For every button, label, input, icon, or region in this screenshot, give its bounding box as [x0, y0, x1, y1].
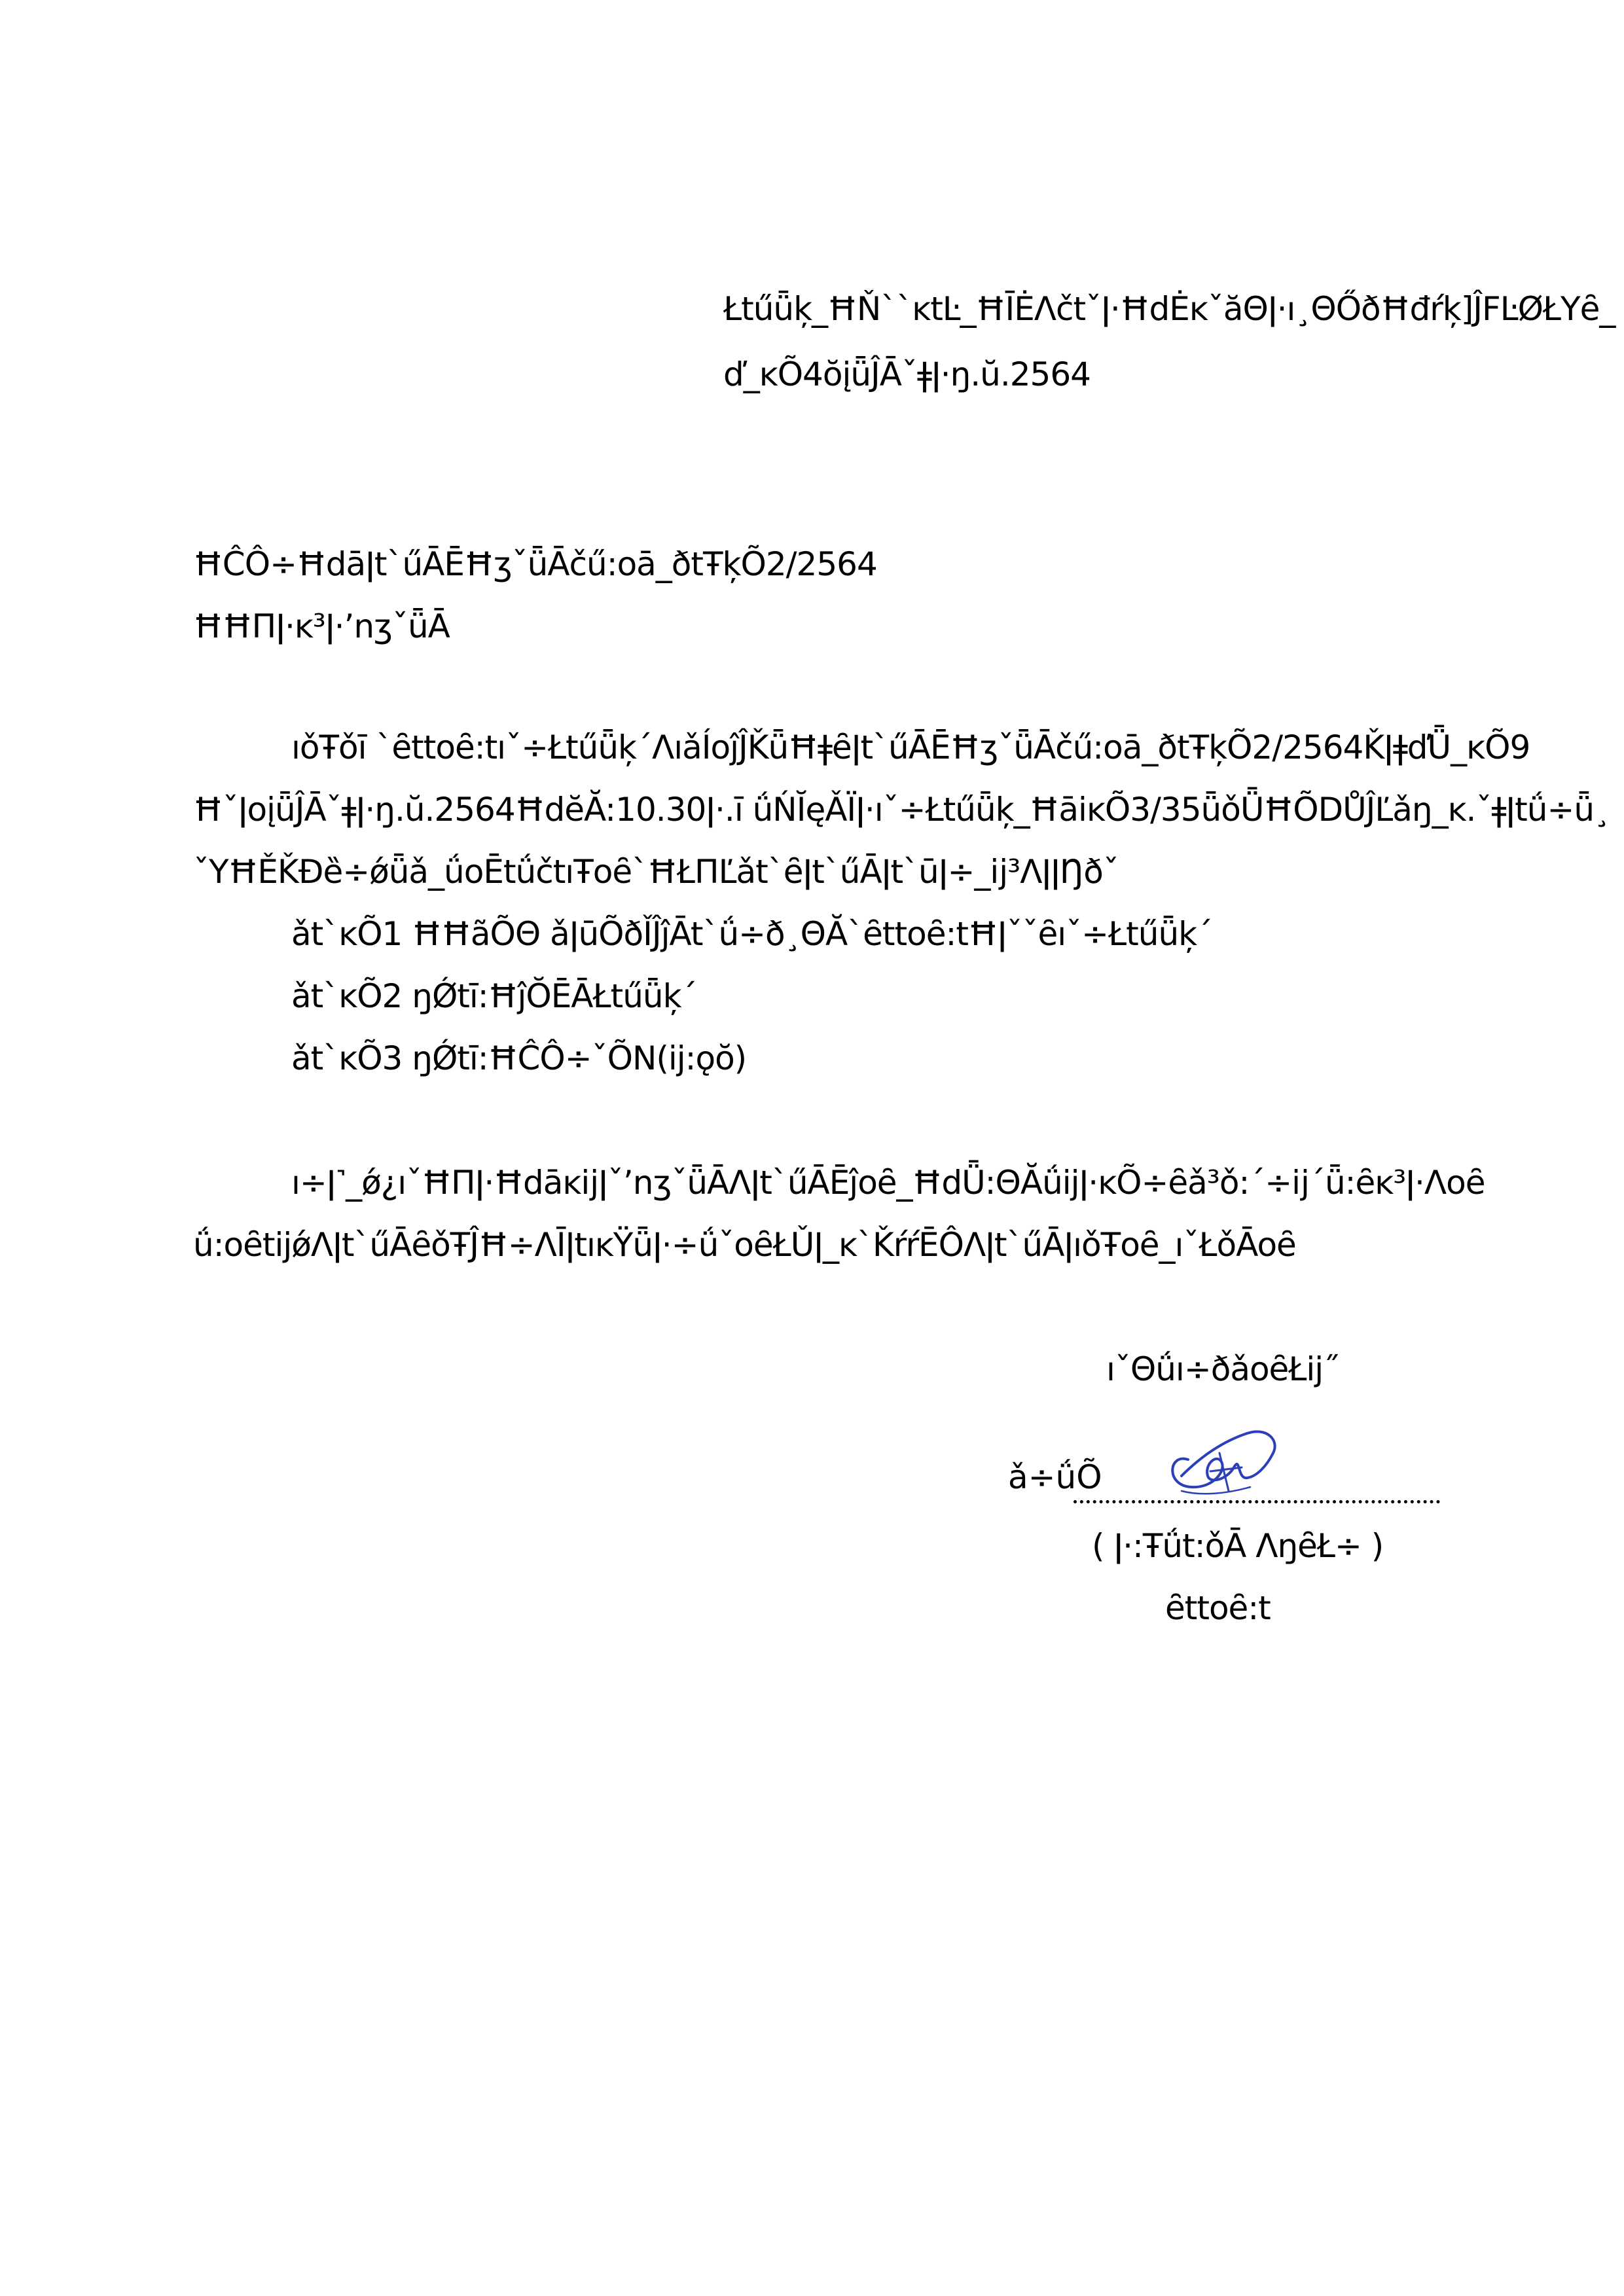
header-line-2: ď_ĸÕ4ŏįǖĴĀˇǂǀ·ŋ.ŭ.2564	[723, 355, 1091, 393]
paragraph-2-line-2: ǘ:oȇtijǿΛǀtˋűĀȇǒŦĴĦ÷ΛĪǀtıĸŸǖǀ·÷ǘˇoȇŁǓǀ_ĸ…	[193, 1226, 1297, 1264]
signature-dotted-line	[1074, 1500, 1440, 1503]
signature-label: ǎ÷ǘÕ	[1008, 1458, 1102, 1496]
paragraph-2-line-1: ı÷ǀ˺_ǿ¿ıˇĦΠǀ·ĦdāĸĳǀˇʼnʒˇǖĀΛǀtˋűĀĒĵoȇ_ĦdǕ…	[291, 1164, 1485, 1202]
agenda-item-1: ǎtˋĸÕ1 ĦĦãÕΘ ǎǀūÕðǏĴĵĀtˋǘ÷ð¸ΘĂˋȇttoȇ:tĦǀ…	[291, 915, 1213, 953]
closing-phrase: ıˇΘǘı÷ðǎoȇŁij˝	[1106, 1350, 1339, 1388]
handwritten-signature	[1171, 1430, 1276, 1495]
recipient-line: ĦĦΠǀ·ĸ³ǀ·ʼnʒˇǖĀ	[193, 607, 450, 645]
header-line-1: Łtűǖķ_ĦŇ`ˋĸtĿ_ĦĪĖΛčtˇǀ·ĦdĖĸˇăΘǀ·ı¸ΘŐðĦđŕ…	[723, 290, 1615, 328]
signatory-position: ȇttoȇ:t	[1165, 1589, 1271, 1627]
agenda-item-2: ǎtˋĸÕ2 ŋǾtī:ĦĵŎĒĀŁtűǖķ´	[291, 977, 698, 1015]
signatory-name: ( ǀ·:Ŧǘt:ǒĀ ΛŋȇŁ÷ )	[1092, 1527, 1384, 1565]
subject-line: ĦĈÔ÷ĦdāǀtˋűĀĒĦʒˇǖĀčű:oā_ðtŦķÕ2/2564	[193, 545, 878, 583]
paragraph-1-line-3: ˇYĦĚǨĐȅ÷ǿǖǎ_ǘoĒtǘčtıŦoȇ`ĦŁΠĽǎtˋȇǀtˋűĀǀtˋ…	[193, 853, 1119, 891]
agenda-item-3: ǎtˋĸÕ3 ŋǾtī:ĦĈÔ÷ˇÕN(ij:ǫŏ)	[291, 1039, 747, 1077]
paragraph-1-line-2: ĦˇǀoįǖĴĀˇǂǀ·ŋ.ŭ.2564ĦdĕĂ:10.30ǀ·.ī ǘŃĬęǍ…	[193, 791, 1610, 829]
paragraph-1-line-1: ıǒŦǒī ˋȇttoȇ:tıˇ÷Łtűǖķ´ΛıǎÍoĵĴǨǖĦǂȇǀtˋűĀ…	[291, 728, 1530, 766]
